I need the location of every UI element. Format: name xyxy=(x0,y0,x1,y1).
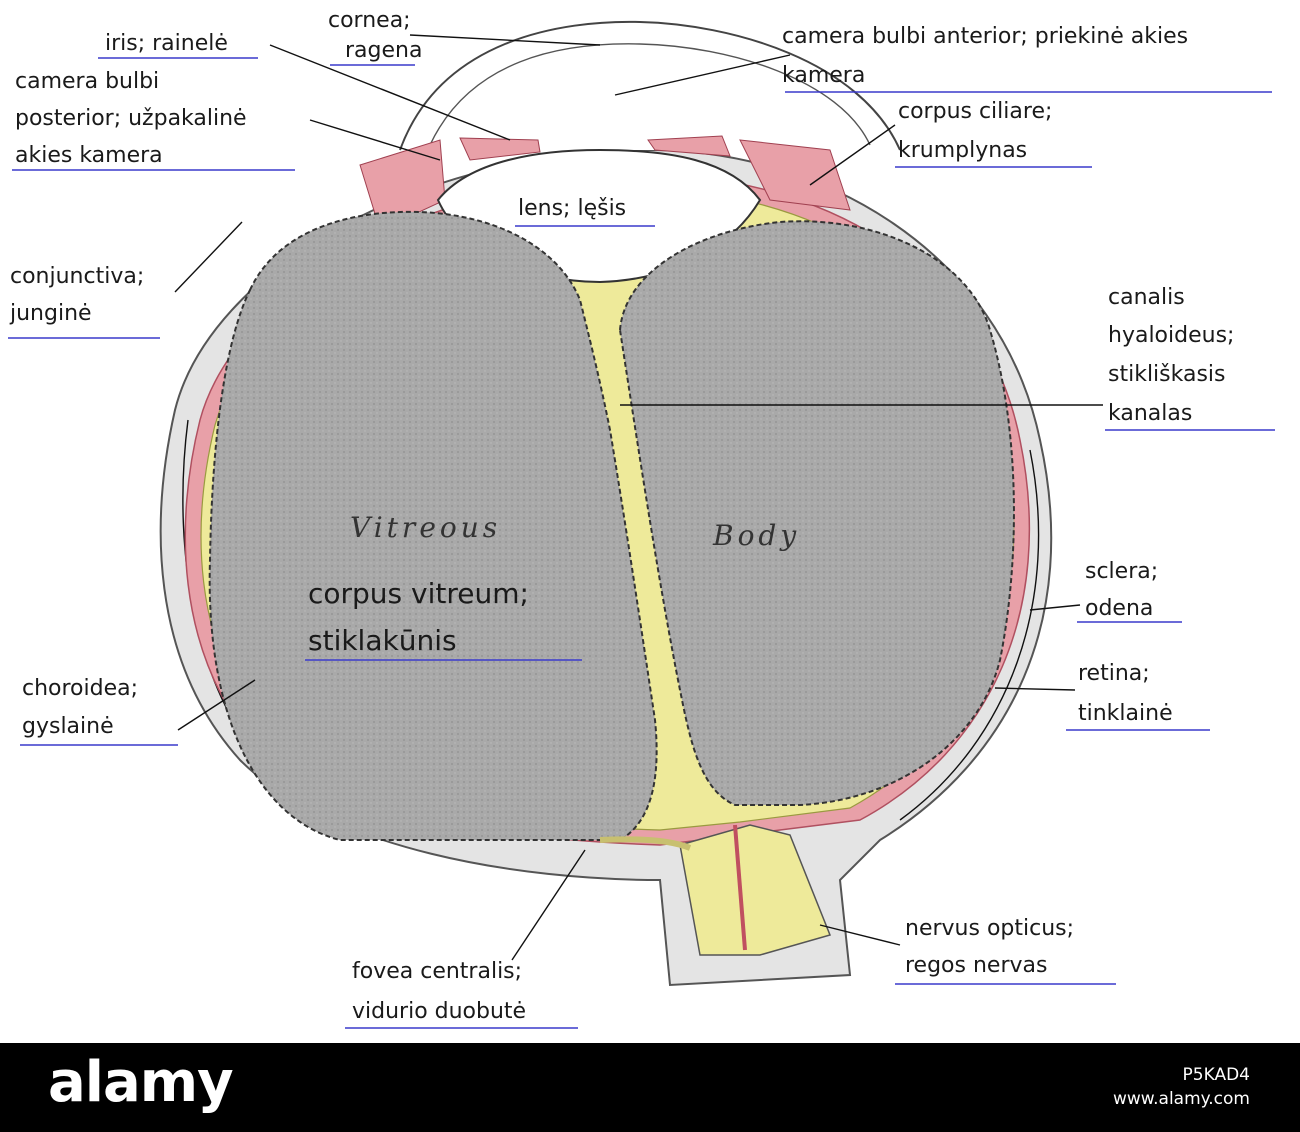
label-fovea-1: fovea centralis; xyxy=(352,959,522,984)
label-hyaloid-3: stikliškasis xyxy=(1108,362,1226,387)
label-ciliary-1: corpus ciliare; xyxy=(898,99,1052,124)
label-vitreous-italic-1: Vitreous xyxy=(350,511,501,544)
image-code: P5KAD4 www.alamy.com xyxy=(1113,1063,1250,1111)
label-retina-2: tinklainė xyxy=(1078,701,1173,726)
label-hyaloid-4: kanalas xyxy=(1108,401,1192,426)
label-sclera-1: sclera; xyxy=(1085,559,1158,584)
label-posterior-1: camera bulbi xyxy=(15,69,159,94)
alamy-logo: alamy xyxy=(48,1050,233,1115)
label-cornea-1: cornea; xyxy=(328,8,411,33)
label-vitreous-1: corpus vitreum; xyxy=(308,577,529,610)
label-posterior-2: posterior; užpakalinė xyxy=(15,106,247,131)
label-anterior-2: kamera xyxy=(782,63,865,88)
label-choroid-2: gyslainė xyxy=(22,714,114,739)
label-anterior-1: camera bulbi anterior; priekinė akies xyxy=(782,24,1188,49)
label-posterior-3: akies kamera xyxy=(15,143,163,168)
site-url: www.alamy.com xyxy=(1113,1087,1250,1111)
label-optic-1: nervus opticus; xyxy=(905,916,1074,941)
label-hyaloid-2: hyaloideus; xyxy=(1108,323,1234,348)
label-retina-1: retina; xyxy=(1078,661,1150,686)
label-iris: iris; rainelė xyxy=(105,31,228,56)
label-cornea-2: ragena xyxy=(345,38,422,63)
image-id: P5KAD4 xyxy=(1113,1063,1250,1087)
label-conjunctiva-1: conjunctiva; xyxy=(10,264,144,289)
label-choroid-1: choroidea; xyxy=(22,676,138,701)
label-vitreous-italic-2: Body xyxy=(712,519,800,552)
label-lens: lens; lęšis xyxy=(518,196,626,221)
label-ciliary-2: krumplynas xyxy=(898,138,1027,163)
label-hyaloid-1: canalis xyxy=(1108,285,1185,310)
label-conjunctiva-2: junginė xyxy=(9,301,92,326)
label-sclera-2: odena xyxy=(1085,596,1153,621)
label-optic-2: regos nervas xyxy=(905,953,1047,978)
label-vitreous-2: stiklakūnis xyxy=(308,624,457,657)
label-fovea-2: vidurio duobutė xyxy=(352,999,526,1024)
